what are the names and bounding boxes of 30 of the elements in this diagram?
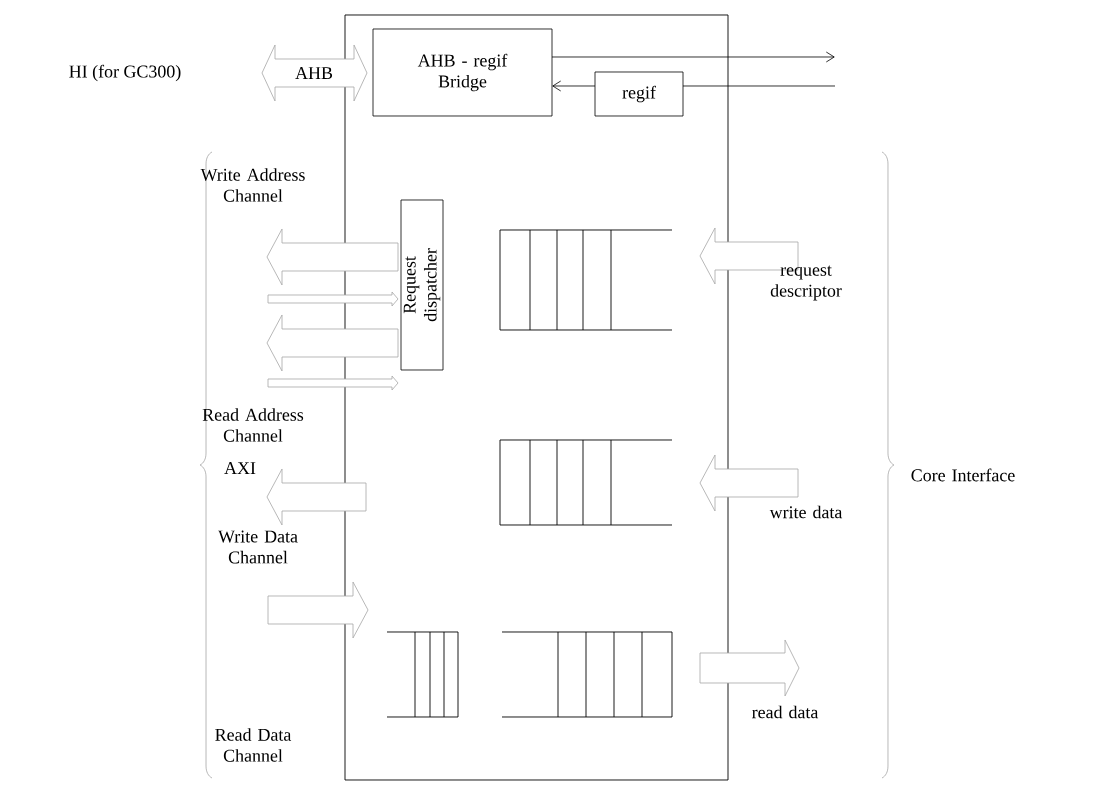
- dispatcher-box: Request dispatcher: [400, 199, 444, 371]
- thin-block-arrow: [267, 375, 399, 391]
- arrow: [551, 51, 835, 63]
- block-arrow: [266, 314, 399, 372]
- block-arrow: [699, 639, 800, 697]
- register-box: regif: [594, 71, 684, 117]
- block-arrow: [266, 228, 399, 286]
- group-label: AXI: [224, 462, 256, 474]
- fifo-queue: [499, 439, 673, 526]
- block-arrow: [261, 44, 368, 102]
- fifo-queue: [501, 631, 673, 718]
- fifo-queue: [499, 229, 673, 331]
- channel-label: Write Data Channel: [218, 530, 298, 564]
- fifo-queue: [386, 631, 459, 718]
- group-label: Core Interface: [911, 468, 1015, 482]
- block-arrow: [699, 227, 799, 285]
- interface-label: HI (for GC300): [69, 64, 181, 82]
- signal-label: read data: [752, 705, 819, 719]
- channel-label: Write Address Channel: [200, 168, 305, 202]
- signal-label: request descriptor: [770, 265, 842, 301]
- channel-label: Read Data Channel: [215, 728, 292, 762]
- block-arrow: [267, 581, 369, 639]
- channel-label: Read Address Channel: [202, 408, 304, 442]
- bridge-box: AHB - regif Bridge: [372, 28, 553, 117]
- block-arrow: [699, 454, 799, 512]
- signal-label: write data: [769, 505, 843, 519]
- line: [682, 85, 836, 87]
- thin-block-arrow: [267, 291, 399, 307]
- edge-label: AHB: [295, 67, 333, 79]
- arrow: [552, 80, 596, 92]
